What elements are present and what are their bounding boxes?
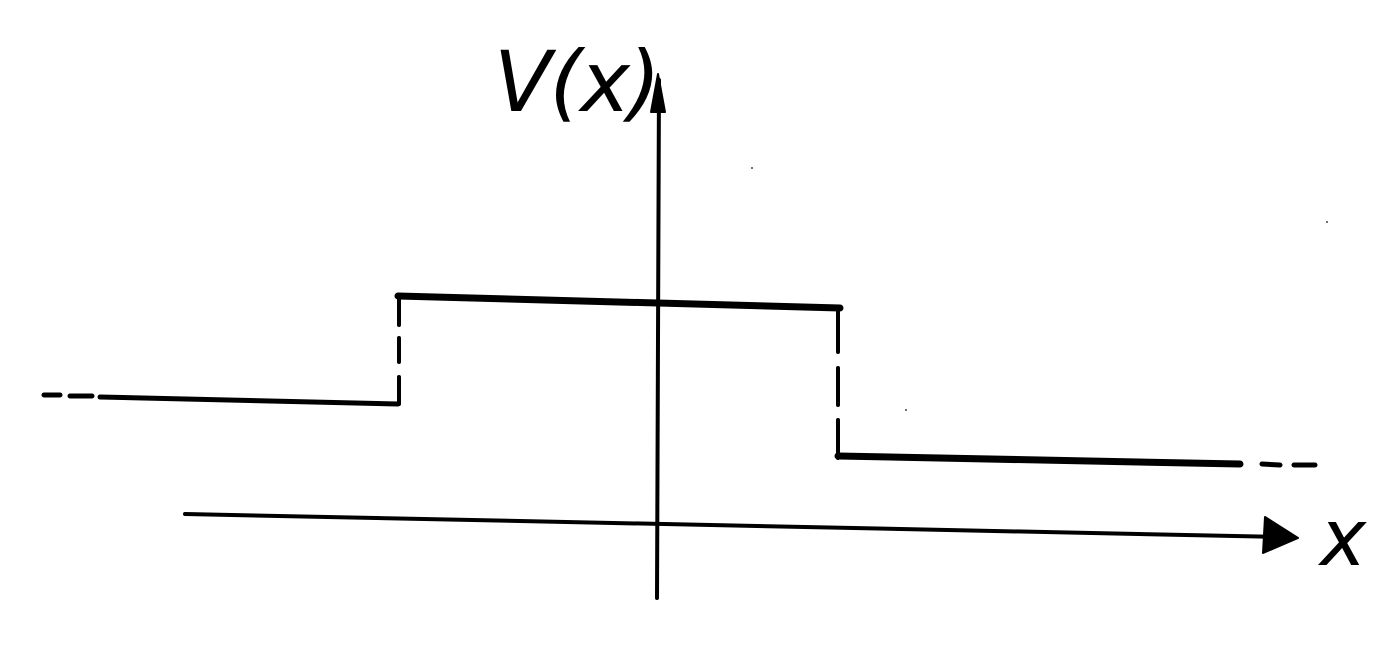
y-axis-label: V(x) [494,33,661,131]
scan-speck [751,167,753,169]
y-axis-arrowhead [650,73,666,113]
potential-barrier-top [394,292,844,312]
scan-speck [1326,221,1328,223]
potential-left-dash [41,392,95,399]
potential-left-segment [97,394,401,407]
y-axis-line [655,78,661,600]
x-axis-line [183,512,1284,539]
potential-right-dash [1259,461,1318,468]
potential-right-segment [834,452,1244,468]
x-axis-label: x [1320,494,1367,584]
x-axis-arrowhead [1262,516,1299,554]
scan-speck [905,409,907,411]
